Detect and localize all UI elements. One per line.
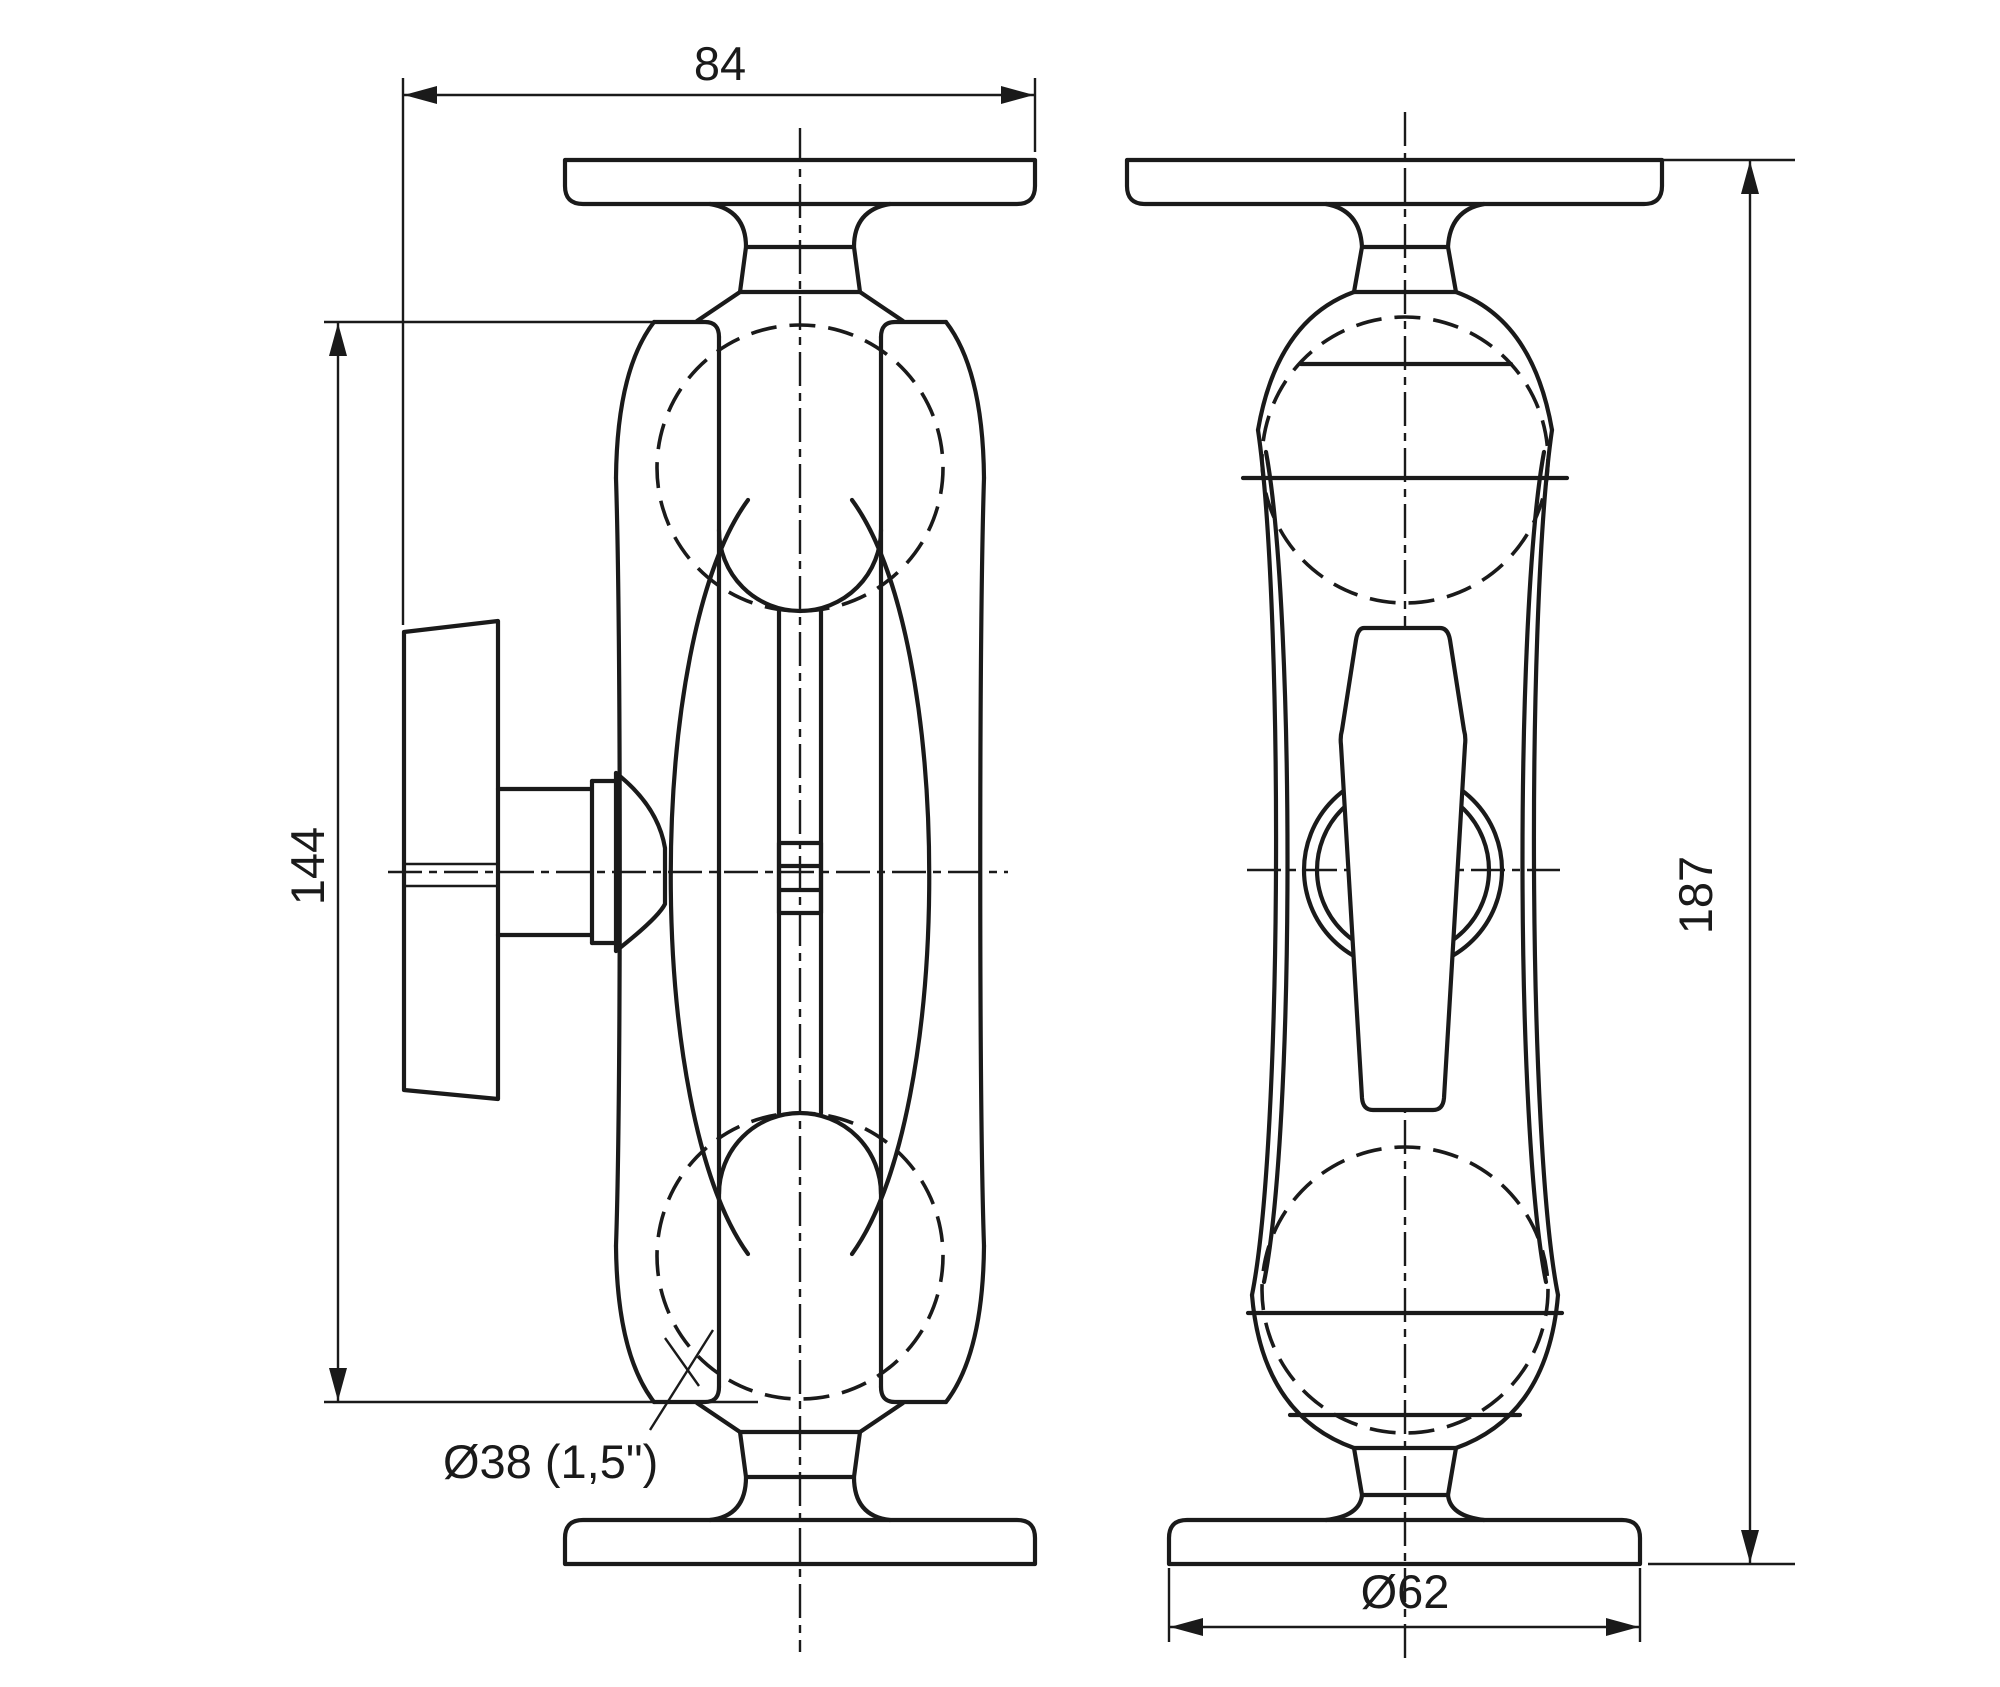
upper-cup-wall-left	[613, 319, 657, 481]
dimension-base-diameter: Ø62	[1167, 1565, 1642, 1642]
arrowhead-62-right	[1606, 1618, 1639, 1636]
ball-diameter-label: Ø38 (1,5")	[443, 1435, 658, 1488]
leader-cross-tick	[664, 1337, 700, 1387]
side-bottom-fillet-left	[1323, 1492, 1365, 1523]
side-view	[1124, 112, 1665, 1660]
dimension-arm-length: 144	[281, 320, 758, 1404]
leader-line-ball	[648, 1329, 715, 1431]
side-bottom-plate	[1166, 1517, 1643, 1567]
arm-lens-left	[668, 497, 751, 1257]
socket-slot-edges	[716, 334, 884, 1390]
knob-head	[401, 618, 501, 1102]
side-arm-inner-right	[1520, 449, 1549, 1285]
arm-lens-right	[849, 497, 932, 1257]
front-view	[388, 128, 1038, 1652]
side-lower-ball-left	[1249, 1292, 1357, 1451]
bottom-stem	[737, 1429, 863, 1480]
dimension-overall-height: 187	[1648, 158, 1795, 1566]
lower-slot-top	[716, 1110, 884, 1197]
arrowhead-187-bottom	[1741, 1530, 1759, 1563]
lower-cup-wall-left	[613, 1243, 657, 1405]
dim-overall-height-label: 187	[1669, 856, 1722, 934]
knob-grip-lines	[404, 862, 498, 888]
arrowhead-187-top	[1741, 161, 1759, 194]
side-arm-inner-left	[1261, 449, 1290, 1285]
knob-collar	[589, 770, 619, 954]
bottom-plate	[562, 1517, 1038, 1567]
knob-side-profile	[401, 618, 668, 1102]
center-screw-block	[776, 840, 824, 916]
knob-cone-washer	[613, 770, 668, 954]
top-neck-fillet-right	[851, 201, 893, 250]
bottom-neck-fillet-right	[851, 1474, 893, 1523]
side-arm-outer-left	[1249, 427, 1279, 1298]
ball-diameter-leader: Ø38 (1,5")	[443, 1329, 715, 1488]
lower-cup-wall-right	[943, 1243, 987, 1405]
side-top-fillet-left	[1323, 201, 1365, 250]
side-top-plate	[1124, 157, 1665, 207]
side-bottom-stem	[1351, 1445, 1459, 1498]
base-diameter-label: Ø62	[1361, 1565, 1450, 1618]
top-neck-fillet-left	[707, 201, 749, 250]
upper-cup-rim	[651, 319, 949, 340]
side-lower-ball-hidden-circle	[1260, 1145, 1550, 1435]
top-plate	[562, 157, 1038, 207]
side-top-stem	[1351, 244, 1459, 295]
side-bottom-fillet-right	[1445, 1492, 1487, 1523]
upper-slot-bottom	[716, 527, 884, 614]
upper-ball-flares	[694, 289, 906, 324]
dim-arm-length-label: 144	[281, 827, 334, 905]
arrowhead-84-left	[404, 86, 437, 104]
wing-knob-front	[1338, 625, 1468, 1113]
side-arm-outer-right	[1531, 427, 1561, 1298]
side-lower-ball-right	[1453, 1292, 1561, 1451]
bottom-neck-fillet-left	[707, 1474, 749, 1523]
side-upper-ball-right	[1453, 289, 1555, 433]
arm-outer-left	[613, 475, 622, 1249]
upper-cup-wall-right	[943, 319, 987, 481]
arm-outer-right	[978, 475, 987, 1249]
dimension-top-width: 84	[401, 37, 1037, 625]
upper-ball-hidden-circle	[655, 323, 945, 613]
arrowhead-84-right	[1001, 86, 1034, 104]
side-top-fillet-right	[1445, 201, 1487, 250]
arrowhead-144-top	[329, 323, 347, 356]
lower-ball-flares	[694, 1400, 906, 1435]
top-stem	[737, 244, 863, 295]
side-upper-ball-left	[1255, 289, 1357, 433]
arrowhead-62-left	[1170, 1618, 1203, 1636]
arrowhead-144-bottom	[329, 1368, 347, 1401]
knob-shaft	[495, 778, 595, 946]
dim-top-width-label: 84	[694, 37, 746, 90]
